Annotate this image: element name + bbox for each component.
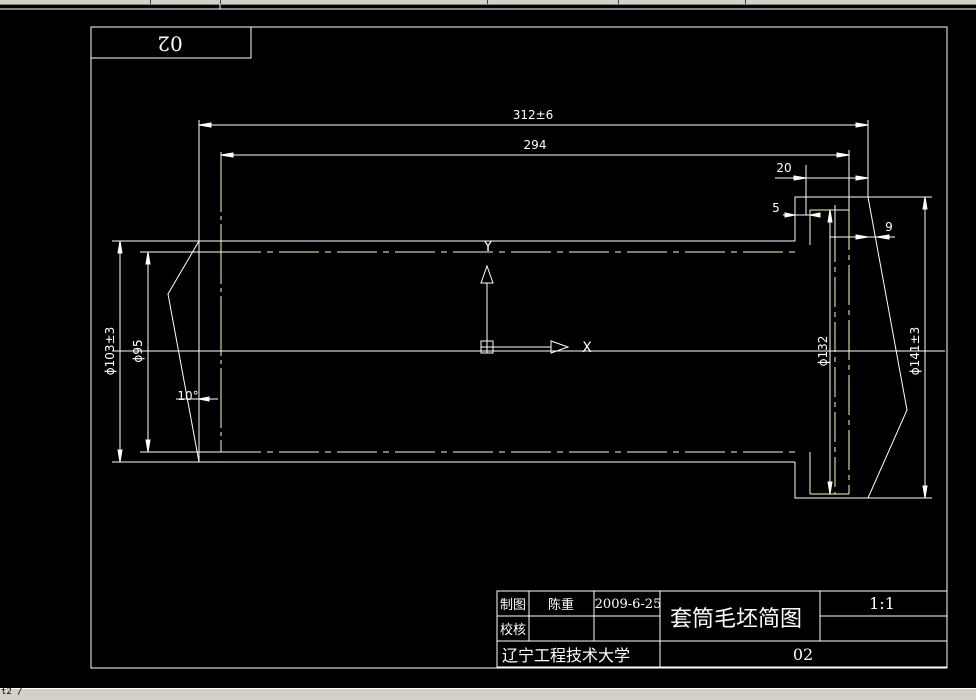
ucs-icon [480,264,570,354]
dim-dia-flange-inner: ϕ132 [816,336,830,367]
dim-angle: 10° [177,389,198,403]
dimension-lines [112,122,932,499]
blank-outline [167,120,908,499]
toolbar-divider [618,0,619,4]
ucs-y-label: Y [483,239,493,255]
tb-school: 辽宁工程技术大学 [502,646,630,665]
dim-inner-length: 294 [524,138,547,152]
part-outline [220,152,850,495]
dim-taper: 9 [885,220,893,234]
dim-flange-width: 20 [776,161,791,175]
dim-dia-left-inner: ϕ95 [131,339,145,362]
tb-drawing-no: 02 [793,645,813,664]
command-status-bar[interactable]: t2 / [0,687,976,700]
tb-date: 2009-6-25 [595,597,662,612]
dim-overall-length: 312±6 [513,108,554,122]
tb-scale: 1:1 [869,594,895,613]
drawing-number-box [90,26,252,59]
tb-title: 套筒毛坯简图 [670,607,802,632]
dim-step: 5 [772,201,780,215]
cad-drawing-canvas[interactable]: 02 [0,4,976,688]
ucs-x-label: X [582,340,592,356]
tb-drawn-label: 制图 [500,598,526,613]
title-block [496,590,948,668]
command-text: t2 / [1,687,23,697]
toolbar-divider [745,0,746,4]
toolbar-divider [150,0,151,4]
tb-drawn-by: 陈重 [548,597,574,613]
drawing-frame [0,4,976,669]
dim-dia-left-outer: ϕ103±3 [103,327,117,376]
window-top-strip [0,0,976,5]
tb-checked-label: 校核 [500,622,526,638]
dim-dia-flange-outer: ϕ141±3 [908,327,922,376]
drawing-number-mirrored: 02 [157,32,182,56]
toolbar-divider [487,0,488,4]
toolbar-divider [220,0,221,4]
